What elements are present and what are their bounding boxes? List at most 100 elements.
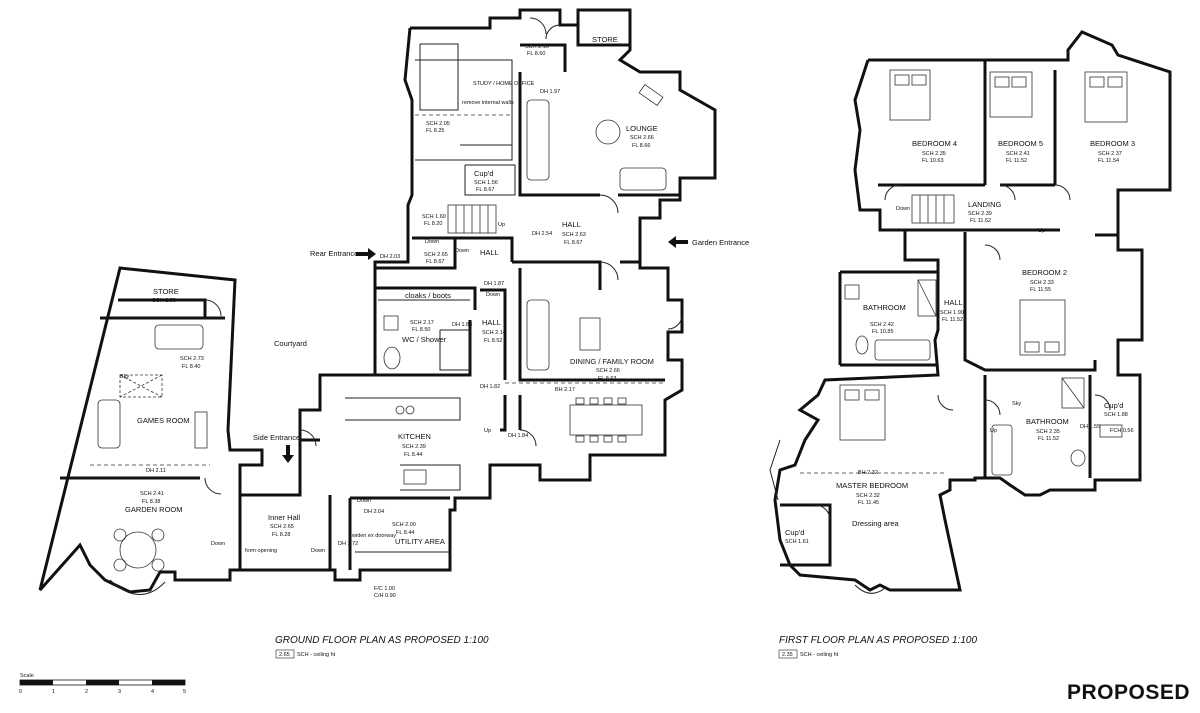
bathroom-1-label: BATHROOM <box>863 303 906 312</box>
bedroom-5-fl: FL 11.52 <box>1006 158 1027 164</box>
bedroom-3-label: BEDROOM 3 <box>1090 139 1135 148</box>
bathroom-1-sch: SCH 2.42 <box>870 322 894 328</box>
ground-floor-caption: GROUND FLOOR PLAN AS PROPOSED 1:100 <box>275 635 489 646</box>
first-floor-labels: BEDROOM 4 SCH 2.35 FL 10.63 BEDROOM 5 SC… <box>785 139 1135 545</box>
gf-down-2: Down <box>455 248 469 254</box>
gf-down-1: Down <box>425 239 439 245</box>
ch-090: C/H 0.90 <box>374 593 396 599</box>
inner-hall-label: Inner Hall <box>268 513 300 522</box>
dh-197: DH 1.97 <box>540 89 560 95</box>
fl-825: FL 8.25 <box>426 128 444 134</box>
hall-main-label: HALL <box>562 220 581 229</box>
fl-860: FL 8.60 <box>527 51 545 57</box>
bedroom-4-label: BEDROOM 4 <box>912 139 957 148</box>
bedroom-3-sch: SCH 2.37 <box>1098 151 1122 157</box>
hall-small-fl: FL 8.52 <box>484 338 502 344</box>
ground-floor-plan <box>38 8 717 595</box>
utility-sch: SCH 2.00 <box>392 522 416 528</box>
ff-hall-label: HALL <box>944 298 963 307</box>
kitchen-sch: SCH 2.39 <box>402 444 426 450</box>
master-bedroom-label: MASTER BEDROOM <box>836 481 908 490</box>
first-floor-plan <box>769 30 1172 594</box>
ff-cupd-1-sch: SCH 1.88 <box>1104 412 1128 418</box>
gf-cupd-sch: SCH 1.56 <box>474 180 498 186</box>
landing-fl: FL 11.52 <box>970 218 991 224</box>
garden-room-label: GARDEN ROOM <box>125 505 183 514</box>
gf-down-4: Down <box>211 541 225 547</box>
bedroom-4-fl: FL 10.63 <box>922 158 944 164</box>
scale-tick-4: 4 <box>151 689 154 695</box>
ff-cupd-1-label: Cup'd <box>1104 401 1123 410</box>
gf-sky: Sky <box>120 374 129 380</box>
landing-label: LANDING <box>968 200 1002 209</box>
rear-entrance-arrow <box>356 248 376 260</box>
master-bedroom-sch: SCH 2.32 <box>856 493 880 499</box>
games-room-label: GAMES ROOM <box>137 416 190 425</box>
utility-fl: FL 8.44 <box>396 530 414 536</box>
dh-184: DH 1.84 <box>508 433 528 439</box>
hall-rear-sch: SCH 2.65 <box>424 252 448 258</box>
first-floor-main-wall <box>773 30 1172 592</box>
ff-cupd-2-label: Cup'd <box>785 528 804 537</box>
bed-2 <box>1019 299 1066 356</box>
dh-204: DH 2.04 <box>364 509 384 515</box>
hall-rear-label: HALL <box>480 248 499 257</box>
games-fl: FL 8.40 <box>182 364 200 370</box>
master-bed <box>839 384 886 441</box>
hall-main-sch: SCH 2.63 <box>562 232 586 238</box>
scale-bar: Scale 0 1 2 3 4 5 <box>19 673 186 695</box>
gf-store2-label: STORE <box>153 287 179 296</box>
ground-floor-store-wall <box>576 25 630 47</box>
wc-label: WC / Shower <box>402 335 447 344</box>
bh-217: BH 2.17 <box>555 387 575 393</box>
ff-sky: Sky <box>1012 401 1021 407</box>
garden-fl: FL 8.38 <box>142 499 160 505</box>
hall-small-sch: SCH 2.14 <box>482 330 506 336</box>
sch-160: SCH 1.60 <box>422 214 446 220</box>
form-opening-note: form opening <box>245 548 277 554</box>
bed-5 <box>989 71 1033 118</box>
lounge-fl: FL 8.66 <box>632 143 650 149</box>
bathroom-2-sch: SCH 2.35 <box>1036 429 1060 435</box>
hall-small-label: HALL <box>482 318 501 327</box>
hall-main-fl: FL 8.67 <box>564 240 582 246</box>
remove-walls-note: remove internal walls <box>462 100 514 106</box>
dh-155: DH 1.55 <box>1080 424 1100 430</box>
ground-floor-labels: STORE STUDY / HOME OFFICE remove interna… <box>120 35 749 599</box>
dining-sch: SCH 2.66 <box>596 368 620 374</box>
ground-floor-main-wall <box>38 8 717 594</box>
landing-sch: SCH 2.39 <box>968 211 992 217</box>
first-floor-caption: FIRST FLOOR PLAN AS PROPOSED 1:100 <box>779 635 977 646</box>
captions: GROUND FLOOR PLAN AS PROPOSED 1:100 2.65… <box>275 635 977 659</box>
rear-entrance-label: Rear Entrance <box>310 249 358 258</box>
garden-sch: SCH 2.41 <box>140 491 164 497</box>
scale-title: Scale <box>20 673 34 679</box>
garden-entrance-label: Garden Entrance <box>692 238 749 247</box>
bedroom-3-fl: FL 11.54 <box>1098 158 1119 164</box>
scale-tick-2: 2 <box>85 689 88 695</box>
cloaks-label: cloaks / boots <box>405 291 451 300</box>
hall-rear-fl: FL 8.67 <box>426 259 444 265</box>
gf-down-6: Down <box>357 498 371 504</box>
lounge-sch: SCH 2.66 <box>630 135 654 141</box>
kitchen-fl: FL 8.44 <box>404 452 422 458</box>
bathroom-2-label: BATHROOM <box>1026 417 1069 426</box>
ff-down: Down <box>896 206 910 212</box>
lounge-label: LOUNGE <box>626 124 658 133</box>
fch-056: FCH 0.56 <box>1110 428 1134 434</box>
bedroom-2-label: BEDROOM 2 <box>1022 268 1067 277</box>
ff-legend-text: SCH - ceiling ht <box>800 652 839 658</box>
dh-254: DH 2.54 <box>532 231 552 237</box>
bathroom-1-fl: FL 10.85 <box>872 329 894 335</box>
dh-211: DH 2.11 <box>146 468 166 474</box>
bed-4 <box>889 69 931 121</box>
bedroom-2-sch: SCH 2.33 <box>1030 280 1054 286</box>
gf-up-1: Up <box>498 222 505 228</box>
bedroom-4-sch: SCH 2.35 <box>922 151 946 157</box>
scale-tick-3: 3 <box>118 689 121 695</box>
side-entrance-label: Side Entrance <box>253 433 300 442</box>
ff-cupd-2-sch: SCH 1.61 <box>785 539 809 545</box>
ff-up-1: Up <box>1038 228 1045 234</box>
scale-tick-0: 0 <box>19 689 22 695</box>
